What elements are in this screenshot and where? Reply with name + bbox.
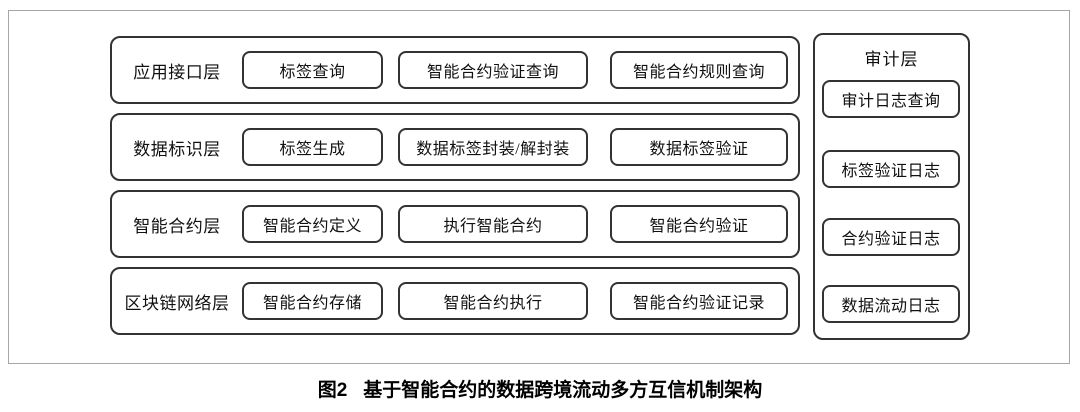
layer-label-smart-contract: 智能合约层 bbox=[133, 216, 221, 236]
node-tag-query: 标签查询 bbox=[242, 51, 383, 89]
layer-label-data-identification: 数据标识层 bbox=[133, 139, 221, 159]
node-smart-contract-storage: 智能合约存储 bbox=[242, 282, 383, 320]
node-tag-generation: 标签生成 bbox=[242, 128, 383, 166]
layer-row-blockchain-network: 区块链网络层 智能合约存储 智能合约执行 智能合约验证记录 bbox=[110, 267, 800, 335]
node-smart-contract-execution: 智能合约执行 bbox=[398, 282, 588, 320]
node-smart-contract-verification-record: 智能合约验证记录 bbox=[610, 282, 788, 320]
figure-title: 基于智能合约的数据跨境流动多方互信机制架构 bbox=[363, 380, 763, 401]
node-smart-contract-verification-query: 智能合约验证查询 bbox=[398, 51, 588, 89]
node-smart-contract-definition: 智能合约定义 bbox=[242, 205, 383, 243]
layer-row-smart-contract: 智能合约层 智能合约定义 执行智能合约 智能合约验证 bbox=[110, 190, 800, 258]
node-smart-contract-execution-action: 执行智能合约 bbox=[398, 205, 588, 243]
node-data-flow-log: 数据流动日志 bbox=[822, 285, 960, 323]
node-smart-contract-verification: 智能合约验证 bbox=[610, 205, 788, 243]
audit-layer-title: 审计层 bbox=[864, 50, 919, 69]
node-smart-contract-rule-query: 智能合约规则查询 bbox=[610, 51, 788, 89]
audit-layer-panel: 审计层 审计日志查询 标签验证日志 合约验证日志 数据流动日志 bbox=[813, 33, 970, 340]
figure-number: 图2 bbox=[317, 380, 348, 401]
node-data-tag-encapsulation: 数据标签封装/解封装 bbox=[398, 128, 588, 166]
node-tag-verification-log: 标签验证日志 bbox=[822, 150, 960, 188]
layer-row-application-interface: 应用接口层 标签查询 智能合约验证查询 智能合约规则查询 bbox=[110, 36, 800, 104]
layer-label-application-interface: 应用接口层 bbox=[133, 62, 221, 82]
node-data-tag-verification: 数据标签验证 bbox=[610, 128, 788, 166]
layer-row-data-identification: 数据标识层 标签生成 数据标签封装/解封装 数据标签验证 bbox=[110, 113, 800, 181]
layer-label-blockchain-network: 区块链网络层 bbox=[124, 293, 230, 313]
node-contract-verification-log: 合约验证日志 bbox=[822, 218, 960, 256]
node-audit-log-query: 审计日志查询 bbox=[822, 80, 960, 118]
figure-caption: 图2 基于智能合约的数据跨境流动多方互信机制架构 bbox=[0, 375, 1080, 402]
